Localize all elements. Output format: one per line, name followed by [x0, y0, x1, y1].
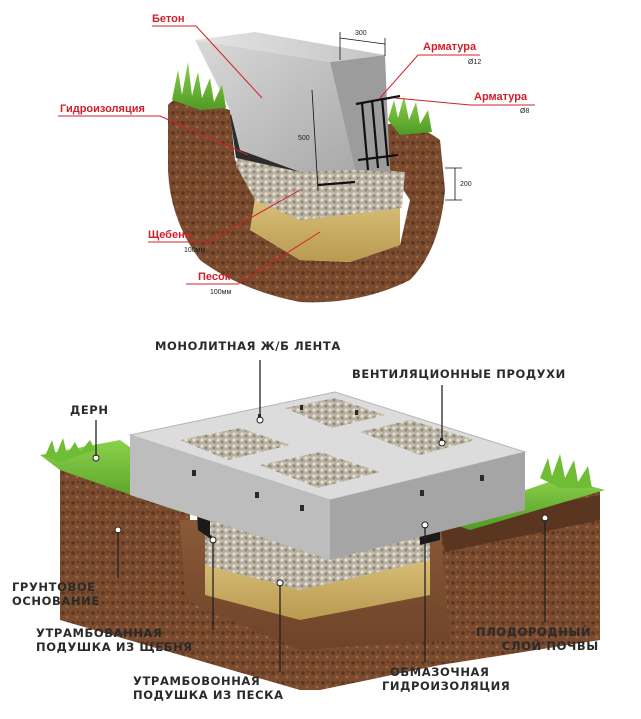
dimension-500: 500	[298, 89, 319, 191]
fertile-layer	[440, 495, 600, 552]
label-grunt-1: ГРУНТОВОЕ	[12, 580, 96, 594]
label-pesok-size: 100мм	[210, 289, 231, 296]
cell-3	[260, 452, 380, 488]
cell-2	[285, 398, 385, 428]
dim-200-label: 200	[460, 181, 472, 188]
label-gidroizolyatsiya: Гидроизоляция	[60, 103, 145, 115]
label-obmaz-1: ОБМАЗОЧНАЯ	[390, 665, 490, 679]
dim-300-label: 300	[355, 30, 367, 37]
label-armatura-8-size: Ø8	[520, 108, 529, 115]
soil-left	[60, 460, 300, 690]
frame-base-gravel	[210, 520, 420, 575]
label-lenta: МОНОЛИТНАЯ Ж/Б ЛЕНТА	[155, 339, 341, 353]
soil-block	[168, 98, 445, 303]
rebar-cage	[317, 94, 401, 187]
label-produhi: ВЕНТИЛЯЦИОННЫЕ ПРОДУХИ	[352, 367, 566, 381]
label-armatura-12: Арматура	[423, 41, 477, 53]
cell-4	[360, 420, 475, 455]
label-armatura-8: Арматура	[474, 91, 528, 103]
turf-left-tufts	[45, 438, 95, 462]
grass-right	[388, 96, 432, 135]
concrete-frame-front-right	[330, 452, 525, 560]
dim-500-label: 500	[298, 135, 310, 142]
dimension-200: 200	[445, 167, 472, 201]
label-scheben-2: ПОДУШКА ИЗ ЩЕБНЯ	[36, 640, 193, 654]
label-pesok-2: ПОДУШКА ИЗ ПЕСКА	[133, 688, 284, 702]
label-scheben-size: 100мм	[184, 247, 205, 254]
concrete-frame-front-left	[130, 435, 330, 560]
concrete-wall-top	[195, 32, 385, 62]
cell-1	[180, 428, 290, 460]
label-beton: Бетон	[152, 13, 184, 25]
label-pesok-1: УТРАМБОВОННАЯ	[133, 674, 260, 688]
label-scheben-1: УТРАМБОВАННАЯ	[36, 626, 163, 640]
dimension-300: 300	[339, 30, 386, 60]
turf-right-tufts	[540, 454, 592, 488]
foundation-3d-scene: МОНОЛИТНАЯ Ж/Б ЛЕНТА ВЕНТИЛЯЦИОННЫЕ ПРОД…	[12, 339, 605, 702]
waterproofing-strip	[230, 112, 300, 172]
strip-foundation-section: 300 500 200 Бетон Арматура Ø12 Арматура …	[58, 13, 535, 303]
label-grunt-2: ОСНОВАНИЕ	[12, 594, 100, 608]
label-plodorod-1: ПЛОДОРОДНЫЙ	[476, 624, 591, 639]
label-armatura-12-size: Ø12	[468, 59, 481, 66]
label-scheben: Щебень	[148, 229, 192, 241]
label-pesok: Песок	[198, 271, 231, 283]
grass-left	[172, 62, 226, 110]
label-dern: ДЕРН	[70, 403, 109, 417]
label-obmaz-2: ГИДРОИЗОЛЯЦИЯ	[382, 679, 510, 693]
label-plodorod-2: СЛОЙ ПОЧВЫ	[502, 638, 599, 653]
